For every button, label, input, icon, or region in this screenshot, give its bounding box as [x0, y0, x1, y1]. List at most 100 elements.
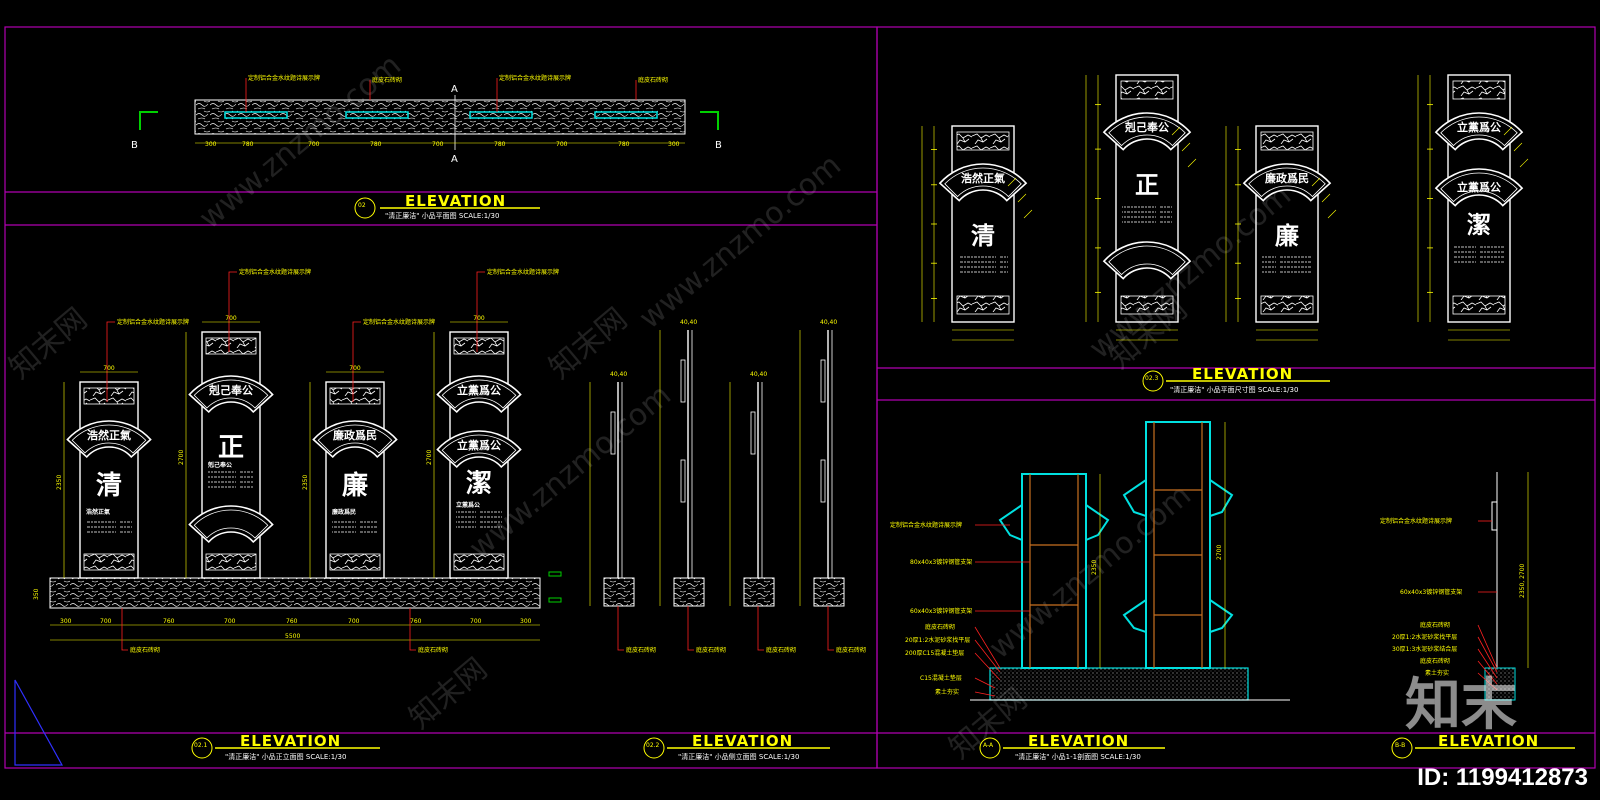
dim-total: 5500: [285, 633, 300, 640]
top-dim: 40,40: [820, 319, 837, 326]
fan-text: 立黨爲公: [1457, 180, 1501, 194]
dim-leader: [1181, 142, 1191, 152]
fan-plaque: [1102, 112, 1192, 151]
title-block-dim: 02.3 ELEVATION "清正廉洁" 小品平面尺寸图 SCALE:1/30: [1142, 365, 1330, 394]
dim: 700: [100, 618, 112, 625]
dim: 700: [348, 618, 360, 625]
top-dim: 40,40: [750, 371, 767, 378]
fan-text: 廉政爲民: [333, 428, 377, 442]
fan-text: 立黨爲公: [1457, 120, 1501, 134]
plan-callout: 庭皮石砖砌: [638, 76, 668, 84]
dim-leader: [1503, 126, 1513, 136]
callout-leader: [228, 271, 237, 352]
side-view: 40,40 庭皮石砖砌: [799, 319, 866, 654]
stone-inlay-bottom: [1452, 295, 1506, 315]
callout-leader: [617, 606, 624, 651]
side-base: [603, 577, 635, 607]
panel-height-dim: 2700: [426, 450, 433, 465]
dim: 760: [163, 618, 175, 625]
front-dims: 300 700 760 700 760 700 760 700 300 5500…: [33, 588, 532, 640]
section-callout: 定制铝合金水纹题诗展示牌: [1380, 517, 1452, 525]
top-dim: 40,40: [610, 371, 627, 378]
stone-inlay-top: [205, 337, 257, 355]
stone-inlay-bottom: [205, 553, 257, 571]
callout-leader: [352, 321, 361, 402]
title-heading: ELEVATION: [1438, 732, 1539, 750]
dim-leader: [1519, 158, 1529, 168]
poem-text-lines: [332, 518, 378, 536]
watermark-layer: www.znzmo.com www.znzmo.com www.znzmo.co…: [3, 48, 1298, 767]
section-callout: 80x40x3镀锌钢管支架: [910, 558, 972, 566]
title-no: 02.3: [1145, 375, 1159, 382]
stone-inlay-top: [1452, 80, 1506, 100]
dim: 780: [494, 141, 506, 148]
poem-text-lines: [958, 256, 1008, 274]
fan-text: 立黨爲公: [457, 438, 501, 452]
stone-inlay-top: [1120, 80, 1174, 100]
side-base: [743, 577, 775, 607]
plaque-profile: [610, 411, 616, 455]
section-b-right: B: [715, 140, 722, 151]
fan-inner-border: [193, 379, 269, 409]
dim: 700: [432, 141, 444, 148]
stone-inlay-top: [329, 387, 381, 405]
fan-inner-border: [1440, 172, 1518, 203]
base-callout: 庭皮石砖砌: [766, 646, 796, 654]
section-callout: 20厚1:2水泥砂浆找平层: [905, 636, 970, 644]
base-callout: 庭皮石砖砌: [836, 646, 866, 654]
section-a-top: A: [451, 84, 458, 95]
callout-leader: [476, 271, 485, 352]
poem-heading: 立黨爲公: [456, 501, 480, 509]
stone-inlay-bottom: [956, 295, 1010, 315]
plan-dims: 300 780 700 780 700 780 700 780 300: [205, 141, 680, 148]
dim-base: 350: [33, 588, 40, 600]
dimension-elevation: 02.3 ELEVATION "清正廉洁" 小品平面尺寸图 SCALE:1/30…: [921, 74, 1529, 394]
top-dim: 40,40: [680, 319, 697, 326]
fan-inner-border: [1248, 167, 1326, 198]
dim-leader: [1513, 142, 1523, 152]
panel-width-dim: 700: [103, 365, 115, 372]
fan-plaque: [1434, 168, 1524, 207]
fan-plaque: [188, 375, 274, 414]
stone-inlay-top: [453, 337, 505, 355]
stone-inlay-bottom: [83, 553, 135, 571]
fan-text: 浩然正氣: [961, 171, 1005, 185]
panel-outline: [79, 381, 139, 579]
dim: 780: [370, 141, 382, 148]
dim-leader: [1017, 193, 1027, 203]
stone-inlay-top: [83, 387, 135, 405]
brand-logo: 知末: [1405, 673, 1517, 738]
dim: 700: [470, 618, 482, 625]
section-b-left: B: [131, 140, 138, 151]
section-callout: C15混凝土垫层: [920, 674, 962, 682]
title-no: 02.1: [194, 742, 208, 749]
title-sub: "清正廉洁" 小品1-1剖面图 SCALE:1/30: [1015, 752, 1141, 761]
section-callout: 30厚1:3水泥砂浆结合层: [1392, 645, 1457, 653]
base-callout: 庭皮石砖砌: [696, 646, 726, 654]
fan-plaque: [1242, 163, 1332, 202]
stone-inlay-top: [1260, 131, 1314, 151]
dim-leader: [1187, 158, 1197, 168]
dim: 300: [520, 618, 532, 625]
dim-leader: [1327, 209, 1337, 219]
poem-text-lines: [1262, 256, 1312, 274]
title-heading: ELEVATION: [692, 732, 793, 750]
dim-leader: [1311, 177, 1321, 187]
section-callout: 素土夯实: [1425, 669, 1449, 677]
poem-heading: 剋己奉公: [207, 461, 232, 469]
panel-outline: [1255, 125, 1319, 323]
calligraphy-character: 清: [971, 221, 995, 250]
panel-callout: 定制铝合金水纹题诗展示牌: [239, 268, 311, 276]
plaque-profile: [680, 359, 686, 403]
calligraphy-character: 潔: [466, 469, 492, 499]
dim-leader: [1023, 209, 1033, 219]
panel-width-dim: 700: [473, 315, 485, 322]
base-callout: 庭皮石砖砌: [130, 646, 160, 654]
panel-callout: 定制铝合金水纹题诗展示牌: [487, 268, 559, 276]
title-no: B-B: [1395, 742, 1405, 749]
side-elevation: 02.2 ELEVATION "清正廉洁" 小品侧立面图 SCALE:1/30 …: [589, 319, 866, 761]
section-callout: 庭皮石砖砌: [1420, 657, 1450, 665]
